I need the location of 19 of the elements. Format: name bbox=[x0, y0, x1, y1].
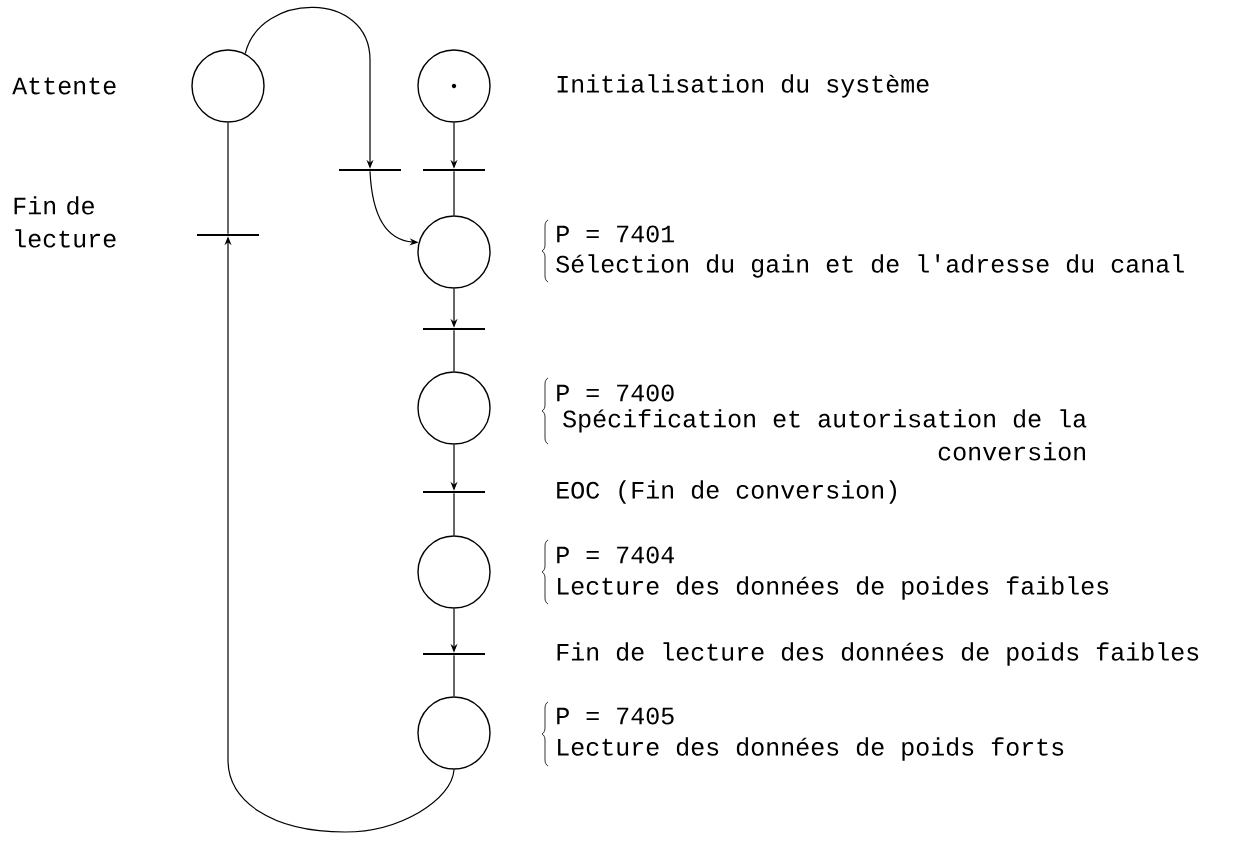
place-circle bbox=[417, 696, 491, 770]
place-circle bbox=[417, 49, 491, 123]
place-label: Attente bbox=[12, 77, 116, 95]
place-circle bbox=[191, 49, 265, 123]
place-circle bbox=[417, 215, 491, 289]
place-circle bbox=[417, 535, 491, 609]
place-label: Spécification et autorisation de la conversion bbox=[563, 409, 1087, 461]
place-label: Lecture des données de poids forts bbox=[558, 737, 1064, 761]
place-label: P = 7400 bbox=[557, 384, 674, 402]
place-label: P = 7405 bbox=[557, 707, 674, 725]
transition-label: Fin de lecture bbox=[14, 196, 116, 248]
place-label: Lecture des données de poides faibles bbox=[558, 576, 1109, 600]
place-label: Initialisation du système bbox=[557, 74, 929, 98]
transition-label: Fin de lecture des données de poids faibles bbox=[557, 642, 1199, 666]
place-circle bbox=[417, 371, 491, 445]
place-label: P = 7401 bbox=[557, 225, 674, 243]
place-label: Sélection du gain et de l'adresse du canal bbox=[556, 254, 1184, 278]
transition-label: EOC (Fin de conversion) bbox=[557, 480, 896, 504]
place-label: P = 7404 bbox=[557, 546, 674, 564]
